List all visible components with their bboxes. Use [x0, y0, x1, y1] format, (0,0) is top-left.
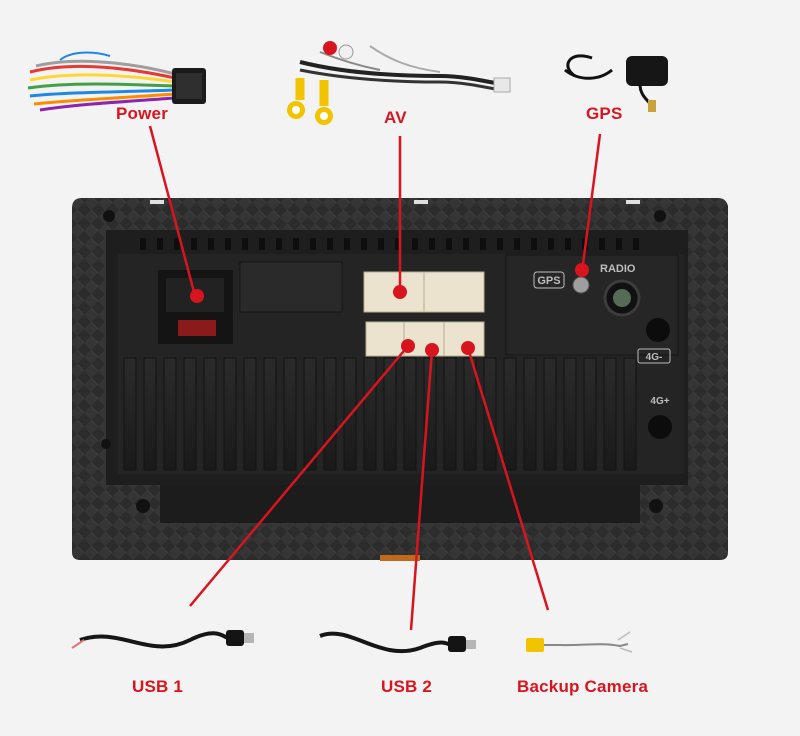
- usb2-pointer: [409, 349, 434, 631]
- vent-slot: [480, 238, 486, 250]
- av-cable-image: [287, 41, 511, 125]
- fourg-minus-port: [646, 318, 670, 342]
- power-pointer: [148, 125, 197, 297]
- backup-camera-cable-image: [526, 631, 633, 653]
- vent-slot: [208, 238, 214, 250]
- vent-slot: [446, 238, 452, 250]
- usb2-label: USB 2: [381, 677, 433, 696]
- heat-sink-fin: [383, 357, 397, 471]
- vent-slot: [361, 238, 367, 250]
- heat-sink-fin: [243, 357, 257, 471]
- usb1-label: USB 1: [132, 677, 184, 696]
- gps-label: GPS: [586, 104, 623, 123]
- backup-pointer: [466, 347, 550, 611]
- fourg-plus-tag: 4G+: [650, 396, 669, 407]
- heat-sink-fin: [423, 357, 437, 471]
- vent-slot: [344, 238, 350, 250]
- heat-sink-fin: [543, 357, 557, 471]
- vent-slot: [412, 238, 418, 250]
- power-connector: [158, 270, 233, 344]
- heat-sink-fin: [183, 357, 197, 471]
- heat-sink-fin: [563, 357, 577, 471]
- usb1-cable-image: [71, 630, 254, 649]
- gps-port: [572, 276, 590, 294]
- usb2-cable-image: [319, 631, 476, 654]
- antenna-panel: GPS RADIO 4G- 4G+: [505, 254, 679, 439]
- vent-slot: [191, 238, 197, 250]
- heat-sink-fin: [223, 357, 237, 471]
- power-harness-image: [27, 51, 206, 112]
- vent-slot: [327, 238, 333, 250]
- heat-sink-fin: [443, 357, 457, 471]
- pointer-lines: [148, 125, 602, 631]
- vent-slot: [174, 238, 180, 250]
- heat-sink-fin: [123, 357, 137, 471]
- backup-camera-label: Backup Camera: [517, 677, 649, 696]
- vent-slot: [531, 238, 537, 250]
- heat-sink-fin: [483, 357, 497, 471]
- heat-sink-fin: [303, 357, 317, 471]
- heat-sink-fin: [283, 357, 297, 471]
- heat-sink-fin: [323, 357, 337, 471]
- vent-slot: [395, 238, 401, 250]
- vent-slot: [259, 238, 265, 250]
- vent-slot: [497, 238, 503, 250]
- vent-slot: [140, 238, 146, 250]
- vent-slot: [565, 238, 571, 250]
- gps-antenna-image: [564, 54, 668, 112]
- vent-slot: [514, 238, 520, 250]
- vent-slot: [548, 238, 554, 250]
- blank-panel: [239, 261, 343, 313]
- vent-slot: [157, 238, 163, 250]
- vent-slot: [276, 238, 282, 250]
- heat-sink-fin: [263, 357, 277, 471]
- heat-sink-fin: [203, 357, 217, 471]
- heat-sink-fin: [603, 357, 617, 471]
- power-label: Power: [116, 104, 169, 123]
- vent-slot: [616, 238, 622, 250]
- heat-sink-fin: [623, 357, 637, 471]
- gps-pointer: [580, 133, 602, 273]
- heat-sink: [123, 357, 637, 471]
- gps-tag: GPS: [537, 275, 560, 287]
- fourg-plus-port: [648, 415, 672, 439]
- vent-slot: [293, 238, 299, 250]
- vent-slot: [378, 238, 384, 250]
- heat-sink-fin: [403, 357, 417, 471]
- heat-sink-fin: [463, 357, 477, 471]
- heat-sink-fin: [503, 357, 517, 471]
- heat-sink-fin: [523, 357, 537, 471]
- radio-tag: RADIO: [600, 263, 636, 275]
- av-label: AV: [384, 108, 407, 127]
- vent-slot: [633, 238, 639, 250]
- vent-slot: [599, 238, 605, 250]
- fourg-minus-tag: 4G-: [646, 352, 663, 363]
- vent-slot: [242, 238, 248, 250]
- vent-slot: [310, 238, 316, 250]
- vent-slot: [225, 238, 231, 250]
- usb1-pointer: [189, 345, 409, 607]
- heat-sink-fin: [163, 357, 177, 471]
- heat-sink-fin: [583, 357, 597, 471]
- heat-sink-fin: [143, 357, 157, 471]
- top-vent-row: [140, 238, 639, 250]
- vent-slot: [429, 238, 435, 250]
- vent-slot: [463, 238, 469, 250]
- pointer-dots: [190, 263, 589, 357]
- heat-sink-fin: [363, 357, 377, 471]
